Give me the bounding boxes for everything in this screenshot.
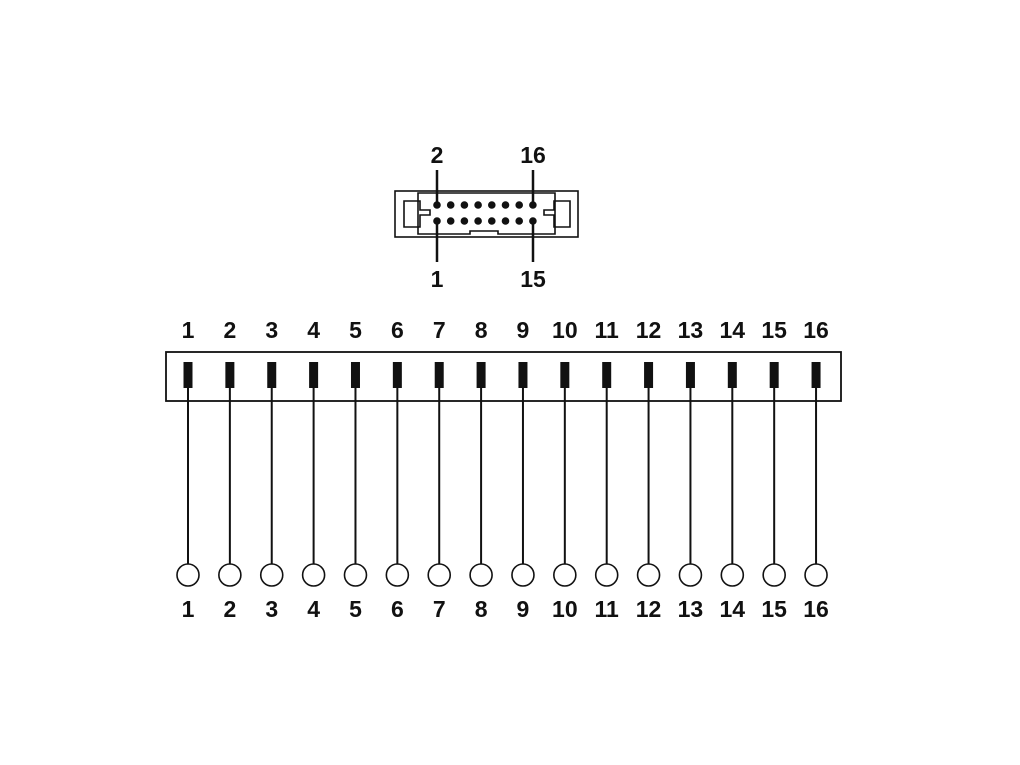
bottom-pin-label: 8 [475,596,488,622]
bottom-pin-label: 13 [678,596,704,622]
bottom-pin-label: 4 [307,596,320,622]
top-pin-label: 2 [223,317,236,343]
connector-pin [433,201,441,209]
terminal-contact [176,563,200,587]
connector-label-1: 1 [431,266,444,292]
top-pin-label: 8 [475,317,488,343]
terminal-contact [218,563,242,587]
top-pin-label: 3 [265,317,278,343]
terminal-pin [350,362,360,388]
top-pin-label: 6 [391,317,404,343]
terminal-strip-body [165,351,842,402]
connector-pin [501,201,510,209]
connector-pin [501,217,510,225]
bottom-pin-label: 15 [761,596,787,622]
terminal-pin [811,362,821,388]
ribbon-connector [394,170,579,262]
bottom-pin-label: 7 [433,596,446,622]
terminal-pin [309,362,319,388]
top-pin-label: 5 [349,317,362,343]
top-pin-label: 4 [307,317,320,343]
terminal-contact [301,563,326,587]
connector-pin [460,201,469,209]
terminal-pin [685,362,695,388]
top-pin-label: 10 [552,317,578,343]
terminal-contact [762,563,786,587]
bottom-pin-label: 3 [265,596,278,622]
connector-key-right [543,200,571,228]
top-pin-label: 13 [678,317,704,343]
terminal-pin [434,362,444,388]
top-pin-label: 1 [182,317,195,343]
connector-pin [446,217,455,225]
bottom-pin-label: 16 [803,596,829,622]
terminal-contact [553,563,577,587]
connector-pin [529,217,537,225]
top-pin-label: 11 [595,317,620,343]
terminal-contact [636,563,661,587]
terminal-pin [518,362,528,388]
bottom-pin-label: 2 [223,596,236,622]
top-pin-label: 7 [433,317,446,343]
top-pin-label: 12 [636,317,662,343]
terminal-pin [392,362,402,388]
terminal-pin [225,362,235,388]
terminal-contact [720,563,745,587]
terminal-contact [343,563,368,587]
bottom-pin-label: 9 [517,596,530,622]
connector-label-2: 2 [431,142,444,168]
connector-housing-outer [394,190,579,238]
top-pin-label: 14 [720,317,746,343]
connector-pin [433,217,441,225]
connector-pin [488,201,496,209]
connector-label-15: 15 [520,266,546,292]
top-pin-label: 9 [517,317,530,343]
connector-housing-inner [417,192,556,235]
terminal-strip-pins: 1122334455667788991010111112121313141415… [176,317,829,622]
terminal-pin [476,362,486,388]
terminal-contact [594,563,619,587]
connector-label-16: 16 [520,142,546,168]
connector-pin [515,217,523,225]
top-pin-label: 16 [803,317,829,343]
terminal-contact [427,563,452,587]
terminal-pin [727,362,737,388]
terminal-contact [804,563,828,587]
terminal-pin [769,362,779,388]
connector-pin [446,201,455,209]
terminal-contact [511,563,535,587]
connector-pin [460,217,469,225]
bottom-pin-label: 10 [552,596,578,622]
bottom-pin-label: 12 [636,596,662,622]
connector-pin [474,201,482,209]
terminal-contact [259,563,284,587]
top-pin-label: 15 [761,317,787,343]
bottom-pin-label: 1 [182,596,195,622]
terminal-pin [267,362,277,388]
connector-pin [474,217,482,225]
terminal-contact [678,563,703,587]
terminal-pin [560,362,570,388]
bottom-pin-label: 14 [720,596,746,622]
terminal-pin [644,362,654,388]
terminal-contact [469,563,493,587]
bottom-pin-label: 11 [595,596,620,622]
connector-key-left [403,200,431,228]
terminal-pin [183,362,193,388]
terminal-pin [602,362,612,388]
bottom-pin-label: 5 [349,596,362,622]
connector-pin [515,201,523,209]
connector-pin [488,217,496,225]
bottom-pin-label: 6 [391,596,404,622]
terminal-contact [385,563,410,587]
connector-pin [529,201,537,209]
